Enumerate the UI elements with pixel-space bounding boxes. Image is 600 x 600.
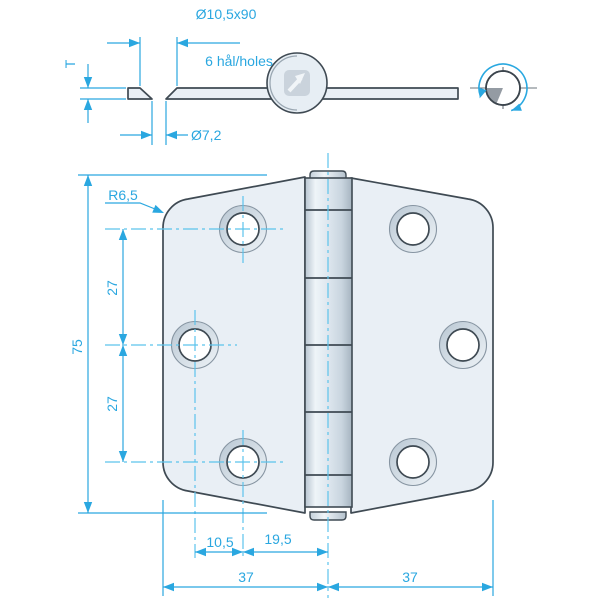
dimension-countersink: Ø10,5x90 [107,6,257,86]
countersink-dim-label: Ø10,5x90 [196,6,257,22]
dimension-bottom: 10,5 19,5 37 37 [162,500,494,596]
corner-radius-dim-label: R6,5 [108,187,138,203]
front-view: R6,5 75 27 27 10 [69,153,494,598]
thickness-dim-label: T [62,59,78,68]
profile-plate-left-end [127,87,153,100]
pin-section-quadrant [485,88,503,104]
left-width-dim-label: 37 [238,569,254,585]
offset-dim-label: 10,5 [206,534,233,550]
pin-cap-bottom [309,511,347,521]
dimension-corner-radius: R6,5 [105,187,164,213]
watermark-logo [284,70,310,96]
rotation-arrow-arc [478,63,528,112]
hole-right-bottom [388,437,438,487]
hole-right-top [388,204,438,254]
right-leaf [350,177,494,514]
dimension-thickness: T [62,59,126,123]
profile-knuckle [266,52,328,114]
holes-note-label: 6 hål/holes [205,53,273,69]
hole-diameter-dim-label: Ø7,2 [191,127,222,143]
centerlines [105,153,329,598]
pitch-top-dim-label: 27 [104,280,120,296]
pitch-bottom-dim-label: 27 [104,396,120,412]
cross-section-symbol [470,63,537,112]
height-dim-label: 75 [69,339,85,355]
pin-offset-dim-label: 19,5 [264,531,291,547]
profile-knuckle-curl [269,55,298,111]
dimension-hole-diameter: Ø7,2 [120,101,222,145]
dimension-hole-pitch: 27 27 [104,229,128,462]
right-width-dim-label: 37 [402,569,418,585]
hole-right-middle [438,320,488,370]
dimension-height: 75 [69,174,267,514]
profile-view: Ø10,5x90 6 hål/holes T Ø7,2 [62,6,537,145]
